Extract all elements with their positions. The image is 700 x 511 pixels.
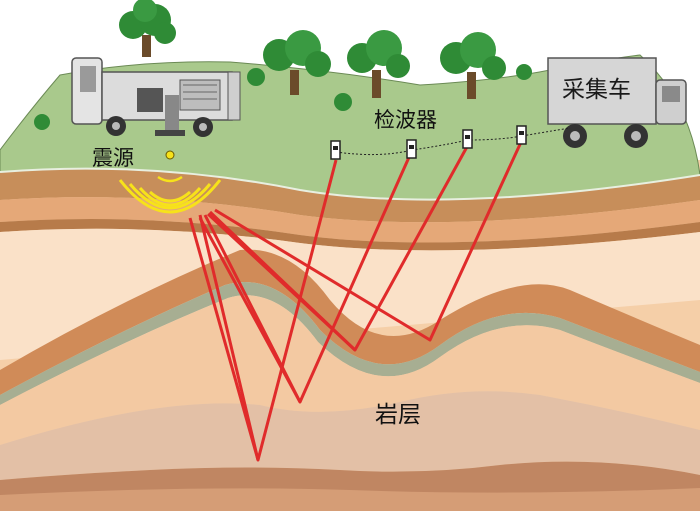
seismic-wave-rings bbox=[118, 175, 222, 214]
reflection-rays bbox=[188, 139, 524, 462]
geophone-icon bbox=[406, 139, 417, 159]
geophone-icon bbox=[330, 140, 341, 160]
vibroseis-truck-icon bbox=[71, 57, 241, 137]
tree-icon bbox=[440, 32, 506, 99]
rock-layer-label: 岩层 bbox=[375, 402, 421, 428]
tree-icon bbox=[263, 30, 331, 95]
geophone-icon bbox=[462, 129, 473, 149]
source-point-icon bbox=[165, 150, 175, 160]
source-label: 震源 bbox=[92, 146, 134, 170]
tree-icon bbox=[347, 30, 410, 98]
geophone-icon bbox=[516, 125, 527, 145]
recording-truck-icon bbox=[547, 57, 687, 148]
subsurface-strata bbox=[0, 160, 700, 511]
geophones-label: 检波器 bbox=[374, 108, 437, 132]
bush-icon bbox=[34, 64, 532, 130]
tree-icon bbox=[119, 0, 176, 57]
recording-truck-label: 采集车 bbox=[562, 77, 631, 103]
